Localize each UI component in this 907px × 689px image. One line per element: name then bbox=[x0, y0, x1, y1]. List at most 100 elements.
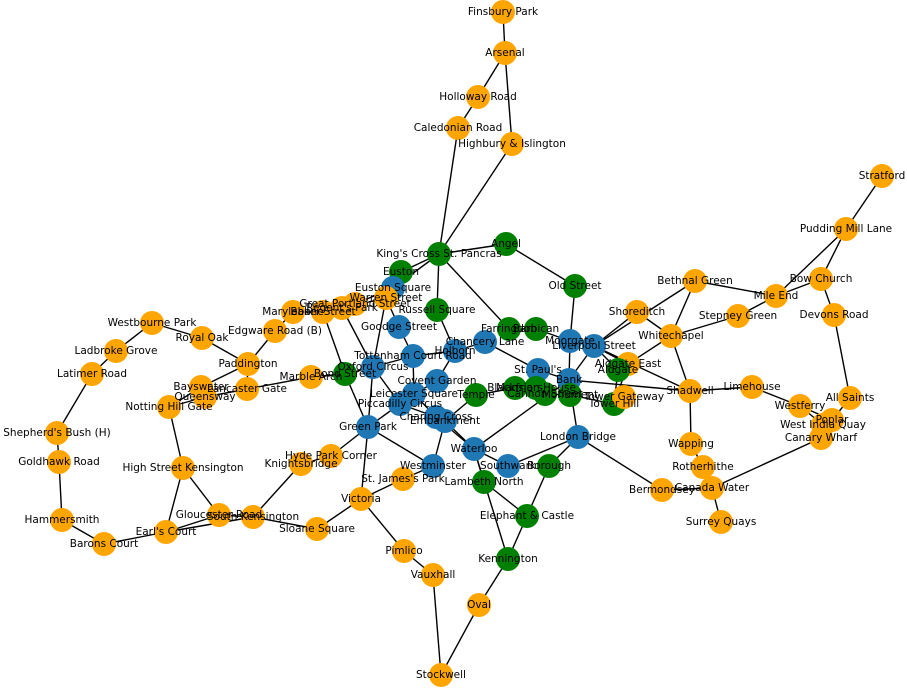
station-node-shepherd-s-bush-h bbox=[45, 421, 69, 445]
station-node-highbury-and-islington bbox=[500, 132, 524, 156]
station-node-paddington bbox=[236, 352, 260, 376]
station-node-stratford bbox=[870, 164, 894, 188]
station-node-lambeth-north bbox=[472, 470, 496, 494]
station-label-victoria: Victoria bbox=[341, 493, 381, 505]
station-label-all-saints: All Saints bbox=[826, 392, 875, 404]
station-label-aldgate-east: Aldgate East bbox=[595, 358, 661, 370]
station-node-canada-water bbox=[700, 476, 724, 500]
edge-bank-to-shadwell bbox=[568, 379, 691, 392]
station-node-baker-street bbox=[311, 300, 335, 324]
station-label-oval: Oval bbox=[467, 599, 491, 611]
station-node-pudding-mill-lane bbox=[834, 217, 858, 241]
station-node-tower-gateway bbox=[612, 385, 636, 409]
station-label-great-portland-street: Great Portland Street bbox=[299, 298, 410, 310]
station-node-oval bbox=[467, 593, 491, 617]
station-node-westminster bbox=[421, 454, 445, 478]
station-label-leicester-square: Leicester Square bbox=[370, 388, 458, 400]
station-node-edgware-road-b bbox=[263, 319, 287, 343]
station-node-angel bbox=[494, 232, 518, 256]
station-node-shadwell bbox=[678, 379, 702, 403]
station-label-bethnal-green: Bethnal Green bbox=[657, 275, 733, 287]
edge-london-bridge-to-bermondsey bbox=[577, 436, 663, 491]
station-label-liverpool-street: Liverpool Street bbox=[552, 340, 635, 352]
edge-king-s-cross-st-pancras-to-farringdon bbox=[438, 253, 510, 330]
station-label-caledonian-road: Caledonian Road bbox=[414, 122, 503, 134]
station-node-latimer-road bbox=[80, 362, 104, 386]
station-label-west-india-quay: West India Quay bbox=[780, 419, 866, 431]
station-label-holborn: Holborn bbox=[434, 345, 475, 357]
station-label-vauxhall: Vauxhall bbox=[411, 569, 456, 581]
station-label-tower-gateway: Tower Gateway bbox=[583, 391, 664, 403]
station-node-waterloo bbox=[462, 437, 486, 461]
station-label-elephant-and-castle: Elephant & Castle bbox=[480, 510, 574, 522]
station-label-temple: Temple bbox=[456, 389, 494, 401]
station-node-covent-garden bbox=[425, 369, 449, 393]
station-node-south-kensington bbox=[241, 505, 265, 529]
station-label-euston-square: Euston Square bbox=[355, 282, 431, 294]
station-node-old-street bbox=[563, 274, 587, 298]
station-label-london-bridge: London Bridge bbox=[540, 431, 616, 443]
station-label-mile-end: Mile End bbox=[754, 290, 799, 302]
station-label-st-james-s-park: St. James's Park bbox=[361, 473, 445, 485]
station-node-holloway-road bbox=[466, 85, 490, 109]
station-node-barbican bbox=[524, 317, 548, 341]
station-node-bethnal-green bbox=[683, 269, 707, 293]
station-label-warren-street: Warren Street bbox=[350, 292, 423, 304]
station-label-sloane-square: Sloane Square bbox=[279, 523, 355, 535]
station-label-monument: Monument bbox=[542, 389, 598, 401]
station-label-st-paul-s: St. Paul's bbox=[514, 364, 562, 376]
station-node-farringdon bbox=[497, 317, 521, 341]
station-node-temple bbox=[464, 383, 488, 407]
station-label-russell-square: Russell Square bbox=[398, 304, 475, 316]
station-node-bermondsey bbox=[650, 478, 674, 502]
station-node-marble-arch bbox=[299, 365, 323, 389]
station-label-knightsbridge: Knightsbridge bbox=[264, 458, 337, 470]
station-label-moorgate: Moorgate bbox=[545, 335, 595, 347]
station-label-piccadilly-circus: Piccadilly Circus bbox=[358, 398, 442, 410]
station-label-royal-oak: Royal Oak bbox=[176, 332, 230, 344]
station-label-pudding-mill-lane: Pudding Mill Lane bbox=[800, 223, 892, 235]
station-node-piccadilly-circus bbox=[388, 392, 412, 416]
station-label-southwark: Southwark bbox=[480, 460, 537, 472]
station-node-embankment bbox=[433, 409, 457, 433]
station-node-moorgate bbox=[558, 329, 582, 353]
station-label-waterloo: Waterloo bbox=[451, 443, 498, 455]
station-label-barons-court: Barons Court bbox=[70, 538, 138, 550]
station-label-aldgate: Aldgate bbox=[598, 364, 638, 376]
station-node-finsbury-park bbox=[491, 0, 515, 24]
station-node-earl-s-court bbox=[154, 520, 178, 544]
station-node-lancaster-gate bbox=[235, 377, 259, 401]
station-label-lambeth-north: Lambeth North bbox=[444, 476, 523, 488]
edge-pudding-mill-lane-to-mile-end bbox=[775, 228, 847, 297]
station-node-hyde-park-corner bbox=[319, 444, 343, 468]
station-node-high-street-kensington bbox=[171, 456, 195, 480]
station-node-westferry bbox=[788, 394, 812, 418]
station-label-highbury-and-islington: Highbury & Islington bbox=[458, 138, 566, 150]
station-label-kennington: Kennington bbox=[478, 553, 538, 565]
station-node-sloane-square bbox=[305, 517, 329, 541]
station-node-tottenham-court-road bbox=[401, 344, 425, 368]
station-label-edgware-road-b: Edgware Road (B) bbox=[228, 325, 322, 337]
edge-all-saints-to-devons-road bbox=[833, 314, 851, 399]
edge-green-park-to-westminster bbox=[367, 426, 434, 467]
station-label-borough: Borough bbox=[527, 460, 571, 472]
station-node-mile-end bbox=[764, 284, 788, 308]
station-node-royal-oak bbox=[190, 326, 214, 350]
station-label-whitechapel: Whitechapel bbox=[638, 330, 703, 342]
station-label-bank: Bank bbox=[556, 374, 583, 386]
station-label-latimer-road: Latimer Road bbox=[57, 368, 127, 380]
station-label-bermondsey: Bermondsey bbox=[629, 484, 695, 496]
edge-stockwell-to-oval bbox=[440, 604, 480, 676]
station-label-south-kensington: South Kensington bbox=[207, 511, 299, 523]
station-label-rotherhithe: Rotherhithe bbox=[672, 461, 733, 473]
station-node-aldgate bbox=[606, 358, 630, 382]
station-label-oxford-circus: Oxford Circus bbox=[338, 361, 409, 373]
station-node-all-saints bbox=[838, 386, 862, 410]
station-node-ladbroke-grove bbox=[104, 339, 128, 363]
station-node-devons-road bbox=[822, 303, 846, 327]
station-label-wapping: Wapping bbox=[668, 438, 714, 450]
station-node-oxford-circus bbox=[361, 355, 385, 379]
edge-angel-to-old-street bbox=[505, 243, 576, 287]
station-label-barbican: Barbican bbox=[513, 323, 559, 335]
station-label-canada-water: Canada Water bbox=[675, 482, 750, 494]
